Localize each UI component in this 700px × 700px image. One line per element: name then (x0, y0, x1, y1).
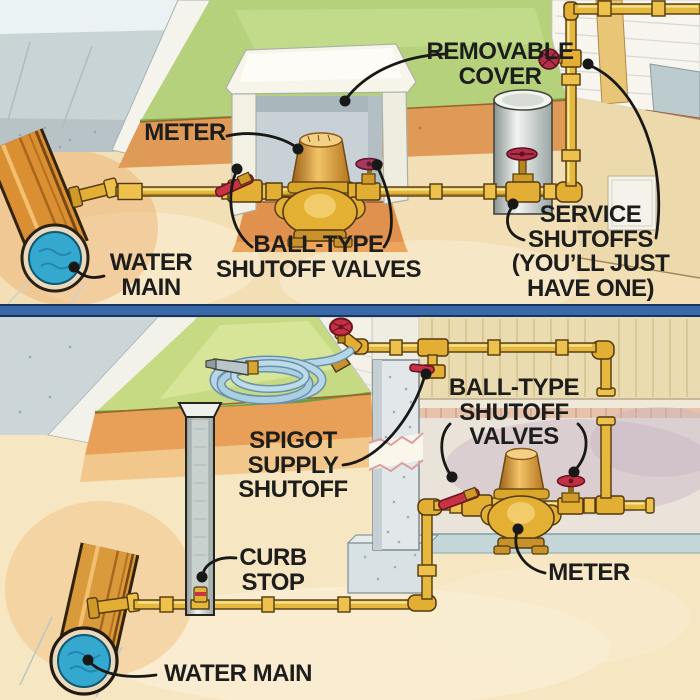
corporation-stop (68, 177, 120, 209)
callout-leaders-top (68, 52, 661, 279)
panel-divider (0, 304, 700, 317)
foundation-wall (368, 359, 424, 551)
water-main-pipe (0, 128, 90, 304)
ball-valve-right (556, 474, 586, 515)
garden-hose (205, 346, 355, 405)
water-meter (265, 132, 366, 248)
street (0, 317, 158, 435)
spigot-supply-line (363, 338, 597, 379)
callout-leaders-bottom (82, 368, 588, 678)
removable-cover (225, 43, 417, 217)
water-meter (480, 447, 562, 555)
wall-panel (607, 175, 657, 231)
soil-band (80, 393, 374, 482)
pit-gate-valve (505, 147, 541, 203)
house-siding (419, 317, 700, 399)
underground-service-line (133, 498, 443, 613)
window (649, 63, 700, 121)
basement-floor-edge (425, 534, 700, 553)
curb-stop-tube (177, 402, 223, 616)
globe-valve-right (355, 157, 383, 201)
hose-nozzle (205, 358, 259, 376)
riser-pipe (555, 0, 700, 203)
wall-shutoff-valve (538, 48, 582, 70)
panel-outdoor-meter (0, 0, 700, 304)
foundation-footing (346, 534, 440, 594)
house-exterior (551, 0, 700, 279)
floor-band (419, 398, 700, 418)
ball-valve-left (214, 171, 263, 203)
riser-to-first-floor (591, 340, 625, 515)
panel-indoor-meter (0, 317, 700, 700)
